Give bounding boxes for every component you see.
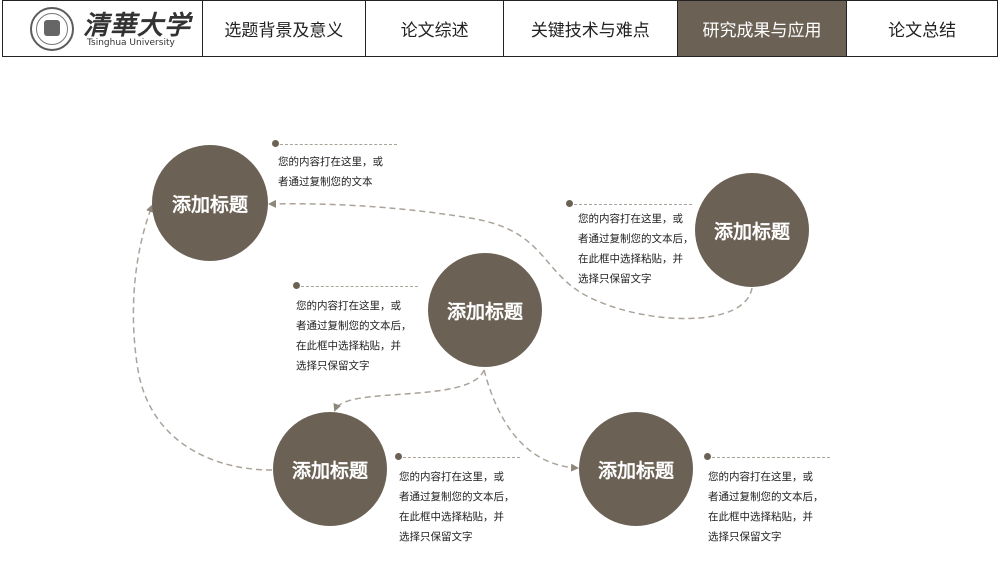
connector-center-to-bottomright bbox=[483, 369, 579, 472]
connector-right-to-topleft bbox=[268, 199, 753, 320]
connector-center-to-bottomleft bbox=[333, 369, 485, 412]
node-circle: 添加标题 bbox=[152, 145, 268, 261]
tab-key-technologies[interactable]: 关键技术与难点 bbox=[504, 1, 678, 56]
tab-literature-review[interactable]: 论文综述 bbox=[366, 1, 504, 56]
node-circle: 添加标题 bbox=[428, 253, 542, 367]
university-logo: 清華大学 Tsinghua University bbox=[3, 1, 203, 56]
node-title: 添加标题 bbox=[291, 459, 368, 482]
node-description: 您的内容打在这里，或 者通过复制您的文本后， 在此框中选择粘贴，并 选择只保留文… bbox=[708, 471, 824, 543]
node-description: 您的内容打在这里，或 者通过复制您的文本 bbox=[278, 156, 383, 188]
pointer-line bbox=[569, 204, 692, 205]
university-seal-icon bbox=[30, 7, 74, 51]
node-circle: 添加标题 bbox=[273, 412, 387, 526]
pointer-dot bbox=[395, 453, 402, 460]
tab-summary[interactable]: 论文总结 bbox=[888, 21, 957, 41]
node-title: 添加标题 bbox=[446, 300, 523, 323]
node-description: 您的内容打在这里，或 者通过复制您的文本后， 在此框中选择粘贴，并 选择只保留文… bbox=[399, 471, 515, 543]
node-circle: 添加标题 bbox=[695, 173, 809, 287]
tab-background-significance[interactable]: 选题背景及意义 bbox=[203, 1, 367, 56]
node-circle: 添加标题 bbox=[579, 412, 693, 526]
pointer-line bbox=[296, 286, 418, 287]
node-description: 您的内容打在这里，或 者通过复制您的文本后， 在此框中选择粘贴，并 选择只保留文… bbox=[578, 213, 694, 285]
tab-research-results[interactable]: 研究成果与应用 bbox=[677, 1, 848, 56]
logo-english-name: Tsinghua University bbox=[87, 38, 175, 48]
top-navigation: 清華大学 Tsinghua University 选题背景及意义 论文综述 关键… bbox=[2, 0, 998, 57]
pointer-line bbox=[707, 457, 830, 458]
node-description: 您的内容打在这里，或 者通过复制您的文本后， 在此框中选择粘贴，并 选择只保留文… bbox=[296, 300, 412, 372]
pointer-dot bbox=[704, 453, 711, 460]
pointer-line bbox=[275, 144, 397, 145]
pointer-dot bbox=[293, 282, 300, 289]
pointer-dot bbox=[566, 200, 573, 207]
node-title: 添加标题 bbox=[597, 459, 674, 482]
pointer-line bbox=[398, 457, 520, 458]
pointer-dot bbox=[272, 140, 279, 147]
connector-bottomleft-to-topleft bbox=[132, 204, 273, 471]
logo-chinese-name: 清華大学 bbox=[83, 11, 192, 41]
node-title: 添加标题 bbox=[713, 220, 790, 243]
node-title: 添加标题 bbox=[171, 193, 248, 216]
